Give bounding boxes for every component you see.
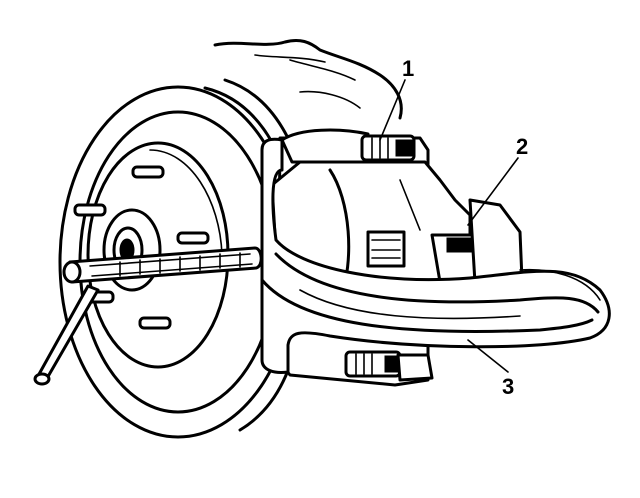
callout-3: 3 <box>502 374 514 399</box>
leader-line-1 <box>379 79 406 141</box>
leader-lines <box>379 79 519 373</box>
wheel-studs <box>73 165 210 330</box>
lower-guide-pin-bolt <box>344 350 434 382</box>
callout-2: 2 <box>516 134 528 159</box>
caliper-retaining-tool <box>260 137 611 374</box>
callout-1: 1 <box>402 56 414 81</box>
hand-shape <box>213 38 403 120</box>
upper-guide-pin-bolt <box>280 128 416 164</box>
callout-labels: 1 2 3 <box>402 56 528 399</box>
leader-line-3 <box>467 339 509 373</box>
pry-bar <box>33 246 263 386</box>
leader-line-2 <box>467 157 519 226</box>
